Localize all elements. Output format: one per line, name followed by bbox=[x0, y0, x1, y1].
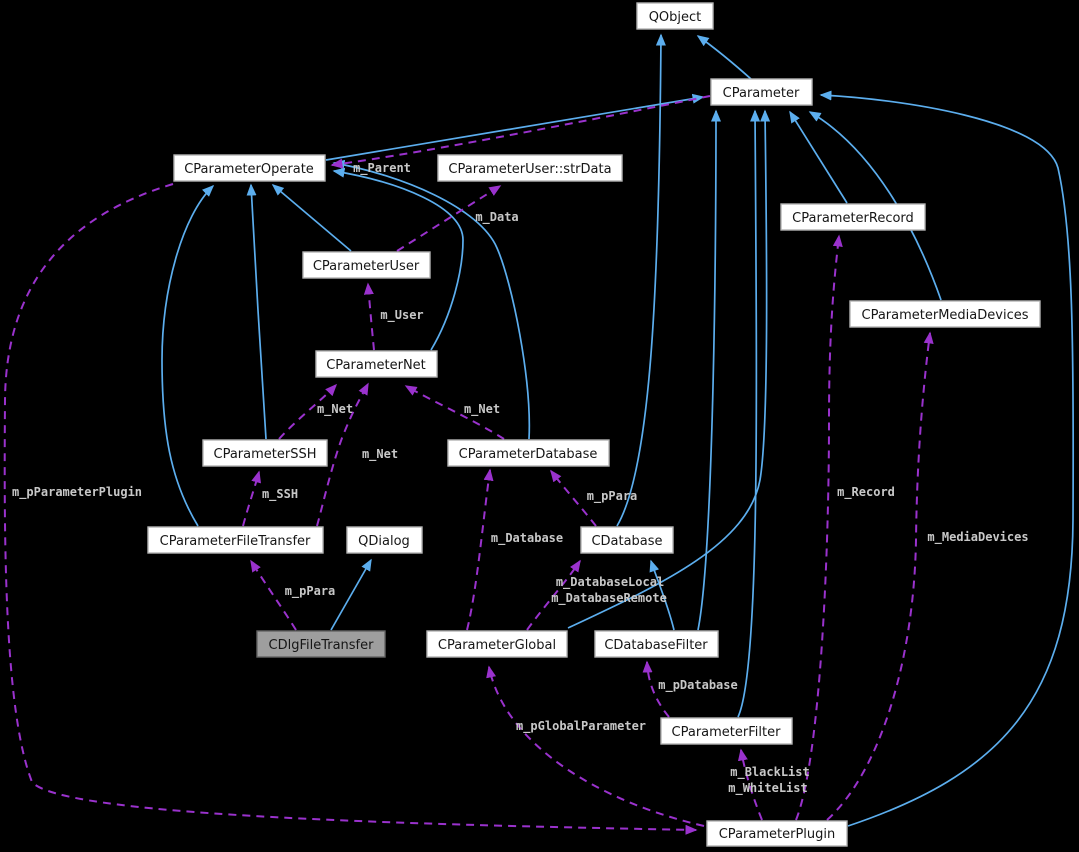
edge-label-m-record: m_Record bbox=[837, 485, 895, 500]
edge-cparameternet-cparameteroperate bbox=[332, 167, 464, 351]
edge-label-m-database: m_Database bbox=[491, 531, 563, 546]
node-label-cparameter: CParameter bbox=[723, 86, 800, 101]
node-cparameterrecord[interactable]: CParameterRecord bbox=[780, 203, 926, 231]
nodes: QObject CParameter CParameterOperate CPa… bbox=[147, 2, 1041, 847]
node-cparameterdatabase[interactable]: CParameterDatabase bbox=[447, 439, 610, 467]
node-cdlgfiletransfer[interactable]: CDlgFileTransfer bbox=[256, 630, 386, 658]
edge-cparameteruser-cparameteroperate bbox=[271, 184, 352, 252]
edge-label-m-net-left: m_Net bbox=[317, 402, 353, 417]
node-label-qobject: QObject bbox=[649, 10, 702, 25]
edge-label-m-pparameterplugin: m_pParameterPlugin bbox=[12, 485, 142, 500]
edge-m-data bbox=[396, 185, 502, 252]
edge-m-ppara-left bbox=[250, 559, 297, 631]
node-label-cparameterssh: CParameterSSH bbox=[214, 447, 317, 462]
node-label-cparameterfiletransfer: CParameterFileTransfer bbox=[160, 534, 311, 549]
edge-label-m-net-mid: m_Net bbox=[362, 447, 398, 462]
node-label-cparameteruser-strdata: CParameterUser::strData bbox=[448, 162, 611, 177]
node-cparameteruser[interactable]: CParameterUser bbox=[302, 251, 431, 279]
node-label-cparameterrecord: CParameterRecord bbox=[792, 211, 914, 226]
edge-label-m-user: m_User bbox=[380, 308, 423, 323]
edge-label-m-mediadevices: m_MediaDevices bbox=[927, 530, 1028, 545]
node-cparameterplugin[interactable]: CParameterPlugin bbox=[706, 820, 848, 847]
edge-label-m-ppara-left: m_pPara bbox=[285, 584, 336, 599]
node-cparameterglobal[interactable]: CParameterGlobal bbox=[426, 630, 568, 658]
node-label-cparameterplugin: CParameterPlugin bbox=[719, 827, 836, 842]
edge-m-pdatabase bbox=[642, 660, 670, 718]
edge-label-m-ssh: m_SSH bbox=[262, 487, 298, 502]
edge-label-m-pglobalparameter: m_pGlobalParameter bbox=[516, 719, 646, 734]
edge-m-ssh bbox=[242, 470, 262, 527]
edge-label-m-whitelist: m_WhiteList bbox=[728, 781, 807, 796]
node-cdatabasefilter[interactable]: CDatabaseFilter bbox=[594, 630, 719, 658]
edge-label-m-parent: m_Parent bbox=[353, 161, 411, 176]
node-cdatabase[interactable]: CDatabase bbox=[580, 526, 674, 554]
edge-cdatabase-qobject bbox=[616, 33, 666, 527]
edge-m-database bbox=[466, 468, 494, 631]
node-qobject[interactable]: QObject bbox=[636, 2, 714, 30]
edge-label-m-databaseremote: m_DatabaseRemote bbox=[551, 591, 667, 606]
edge-cdatabasefilter-cparameter bbox=[697, 109, 721, 631]
node-cparameterfiletransfer[interactable]: CParameterFileTransfer bbox=[147, 526, 324, 554]
edge-m-record bbox=[795, 234, 843, 821]
node-label-cdlgfiletransfer: CDlgFileTransfer bbox=[269, 638, 375, 653]
edge-label-m-blacklist: m_BlackList bbox=[730, 765, 809, 780]
node-qdialog[interactable]: QDialog bbox=[346, 526, 423, 554]
edge-cparameterrecord-cparameter bbox=[789, 110, 848, 204]
edge-label-m-pdatabase: m_pDatabase bbox=[658, 678, 737, 693]
node-cparameterfilter[interactable]: CParameterFilter bbox=[660, 717, 793, 745]
edge-cparameteroperate-cparameter bbox=[325, 93, 705, 161]
edge-m-mediadevices bbox=[826, 331, 934, 821]
edge-m-net-filetransfer bbox=[316, 382, 369, 527]
node-cparameterssh[interactable]: CParameterSSH bbox=[202, 439, 328, 467]
node-label-cparameteroperate: CParameterOperate bbox=[184, 162, 314, 177]
edge-label-m-data: m_Data bbox=[475, 210, 518, 225]
edge-cparameterssh-cparameteroperate bbox=[246, 183, 267, 440]
node-cparameteruser-strdata[interactable]: CParameterUser::strData bbox=[437, 154, 623, 182]
node-cparametermediadevices[interactable]: CParameterMediaDevices bbox=[849, 300, 1041, 328]
node-label-cparameterglobal: CParameterGlobal bbox=[438, 638, 556, 653]
edge-m-databaselocal-remote bbox=[526, 559, 581, 631]
edge-cparameterplugin-cparameter bbox=[819, 90, 1075, 827]
node-label-qdialog: QDialog bbox=[358, 534, 410, 549]
edge-m-net-ssh bbox=[278, 383, 338, 440]
node-label-cparameteruser: CParameterUser bbox=[313, 259, 420, 274]
edge-label-m-net-right: m_Net bbox=[464, 402, 500, 417]
node-label-cdatabasefilter: CDatabaseFilter bbox=[604, 638, 708, 653]
edge-m-pparameterplugin bbox=[3, 183, 698, 835]
edge-cdatabasefilter-cdatabase bbox=[649, 559, 675, 631]
node-label-cdatabase: CDatabase bbox=[591, 534, 662, 549]
node-label-cparameterfilter: CParameterFilter bbox=[672, 725, 782, 740]
node-label-cparameternet: CParameterNet bbox=[326, 358, 426, 373]
edge-cparameterglobal-cparameter bbox=[567, 109, 771, 629]
edge-cparameterdatabase-cparameteroperate bbox=[332, 159, 531, 440]
edge-labels: m_Parent m_Data m_User m_Net m_Net m_Net… bbox=[12, 161, 1029, 796]
edge-cparameterfiletransfer-cparameteroperate bbox=[161, 184, 215, 527]
node-cparameteroperate[interactable]: CParameterOperate bbox=[173, 154, 326, 182]
node-label-cparameterdatabase: CParameterDatabase bbox=[459, 447, 598, 462]
edge-m-net-database bbox=[404, 385, 505, 440]
edge-cparametermediadevices-cparameter bbox=[808, 111, 942, 301]
edge-label-m-databaselocal: m_DatabaseLocal bbox=[556, 575, 664, 590]
node-label-cparametermediadevices: CParameterMediaDevices bbox=[862, 308, 1029, 323]
edge-m-parent bbox=[330, 95, 711, 169]
edge-cdlgfiletransfer-qdialog bbox=[330, 558, 372, 631]
edge-cparameter-qobject bbox=[696, 35, 752, 80]
inheritance-edges bbox=[161, 33, 1075, 827]
edge-m-ppara-right bbox=[550, 469, 597, 527]
edge-label-m-ppara-right: m_pPara bbox=[587, 489, 638, 504]
edge-cparameterfilter-cparameter bbox=[737, 109, 761, 718]
edge-m-user bbox=[363, 282, 375, 351]
usage-edges bbox=[3, 95, 934, 835]
node-cparameter[interactable]: CParameter bbox=[710, 78, 813, 106]
edge-m-blacklist-whitelist bbox=[737, 748, 763, 821]
node-cparameternet[interactable]: CParameterNet bbox=[315, 350, 438, 378]
